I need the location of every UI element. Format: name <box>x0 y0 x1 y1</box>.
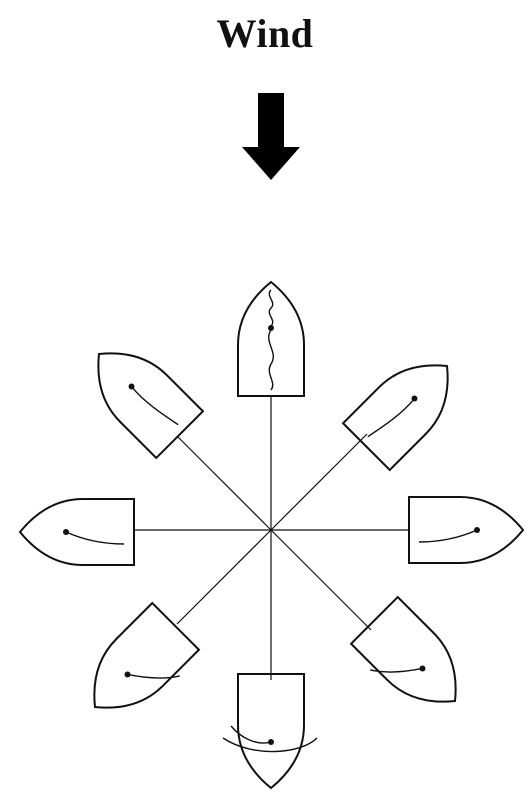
boat-southeast <box>348 597 479 728</box>
spoke-southeast <box>271 530 371 630</box>
boat-west <box>20 499 134 565</box>
spoke-northwest <box>178 437 271 530</box>
wind-arrow-icon <box>242 93 300 180</box>
boat-northwest <box>76 331 203 458</box>
boat-south <box>223 674 317 788</box>
boat-northeast <box>343 343 470 470</box>
compass-center <box>270 529 273 532</box>
spoke-northeast <box>271 434 367 530</box>
spoke-southwest <box>177 530 271 624</box>
boat-east <box>409 497 523 563</box>
boat-southwest <box>72 603 203 734</box>
boat-north <box>238 282 304 396</box>
